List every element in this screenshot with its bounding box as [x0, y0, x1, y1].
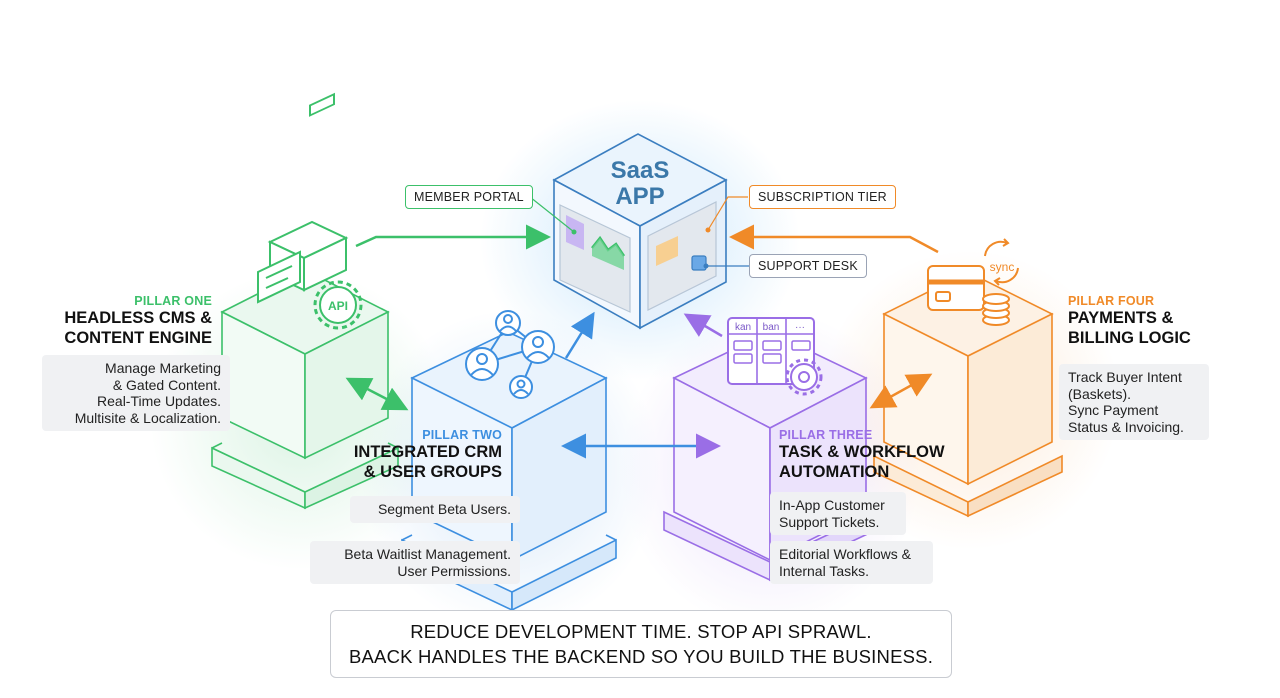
api-label: API: [328, 299, 348, 313]
pillar-two-notes-b: Beta Waitlist Management. User Permissio…: [310, 541, 520, 584]
pillar-two-title-line2: & USER GROUPS: [363, 463, 502, 481]
pillar-four-note-4: Status & Invoicing.: [1068, 418, 1184, 435]
pillar-four-title-line2: BILLING LOGIC: [1068, 329, 1191, 347]
sync-label: sync: [990, 260, 1015, 274]
pillar-two-label: PILLAR TWO: [422, 428, 502, 442]
pillar-two-note-3: User Permissions.: [397, 562, 511, 579]
pillar-two-heading: PILLAR TWO INTEGRATED CRM & USER GROUPS: [330, 428, 502, 482]
pillar-three-notes-b: Editorial Workflows & Internal Tasks.: [770, 541, 933, 584]
tag-connectors: [529, 196, 750, 269]
pillar-three-note-2: Support Tickets.: [779, 513, 880, 530]
pillar-two-note-1: Segment Beta Users.: [377, 501, 511, 517]
kanban-col-1: kan: [735, 322, 751, 333]
pillar-one-notes: Manage Marketing & Gated Content. Real-T…: [42, 355, 230, 431]
pillar-three-note-3: Editorial Workflows &: [779, 546, 912, 562]
kanban-col-3: ···: [795, 322, 805, 333]
pillar-three-notes-a: In-App Customer Support Tickets.: [770, 492, 906, 535]
support-desk-tag: SUPPORT DESK: [749, 254, 867, 278]
tagline-banner: REDUCE DEVELOPMENT TIME. STOP API SPRAWL…: [330, 610, 952, 678]
pillar-one-title-line1: HEADLESS CMS &: [64, 309, 212, 327]
kanban-board-icon: [727, 317, 823, 396]
pillar-three-label: PILLAR THREE: [779, 428, 873, 442]
pillar-four-note-2: (Baskets).: [1068, 385, 1132, 402]
cms-windows-icon: [257, 92, 349, 304]
center-title-line1: SaaS: [610, 157, 670, 184]
pillar-one-title-line2: CONTENT ENGINE: [64, 329, 212, 347]
pillar-three-title-line1: TASK & WORKFLOW: [779, 443, 945, 461]
kanban-col-2: ban: [763, 322, 780, 333]
pillar-three-note-4: Internal Tasks.: [779, 562, 870, 579]
pillar-one-note-1: Manage Marketing: [105, 360, 221, 376]
tagline-line1: REDUCE DEVELOPMENT TIME. STOP API SPRAWL…: [410, 621, 872, 642]
pillar-four-heading: PILLAR FOUR PAYMENTS & BILLING LOGIC: [1068, 294, 1248, 348]
pillar-one-note-2: & Gated Content.: [112, 376, 221, 393]
center-title: SaaS APP: [590, 158, 690, 210]
api-gear-icon: [313, 280, 363, 330]
pillar-one-note-3: Real-Time Updates.: [97, 393, 221, 409]
pillar-three-heading: PILLAR THREE TASK & WORKFLOW AUTOMATION: [779, 428, 979, 482]
sync-icon: [984, 238, 1019, 286]
app-screen-right: [647, 201, 717, 311]
pillar-four-label: PILLAR FOUR: [1068, 294, 1155, 308]
payment-card-icon: [927, 265, 985, 311]
member-portal-tag: MEMBER PORTAL: [405, 185, 533, 209]
pillar-two-notes-a: Segment Beta Users.: [350, 496, 520, 523]
pillar-three-title-line2: AUTOMATION: [779, 463, 890, 481]
coins-icon: [982, 293, 1010, 326]
flow-arrows: [345, 224, 939, 459]
pillar-four-notes: Track Buyer Intent (Baskets). Sync Payme…: [1059, 364, 1209, 440]
app-screen-left: [559, 204, 631, 313]
tagline-line2: BAACK HANDLES THE BACKEND SO YOU BUILD T…: [348, 646, 934, 667]
pillar-four-note-3: Sync Payment: [1068, 402, 1159, 418]
center-title-line2: APP: [615, 183, 665, 210]
user-groups-icon: [465, 310, 555, 399]
subscription-tier-tag: SUBSCRIPTION TIER: [749, 185, 896, 209]
pillar-one-note-4: Multisite & Localization.: [74, 409, 221, 426]
pillar-three-note-1: In-App Customer: [779, 497, 885, 513]
pillar-four-note-1: Track Buyer Intent: [1068, 369, 1182, 385]
pillar-two-title-line1: INTEGRATED CRM: [353, 443, 502, 461]
pillar-one-label: PILLAR ONE: [134, 294, 212, 308]
pillar-two-note-2: Beta Waitlist Management.: [344, 546, 511, 562]
pillar-one-heading: PILLAR ONE HEADLESS CMS & CONTENT ENGINE: [40, 294, 212, 348]
pillar-four-title-line1: PAYMENTS &: [1068, 309, 1174, 327]
